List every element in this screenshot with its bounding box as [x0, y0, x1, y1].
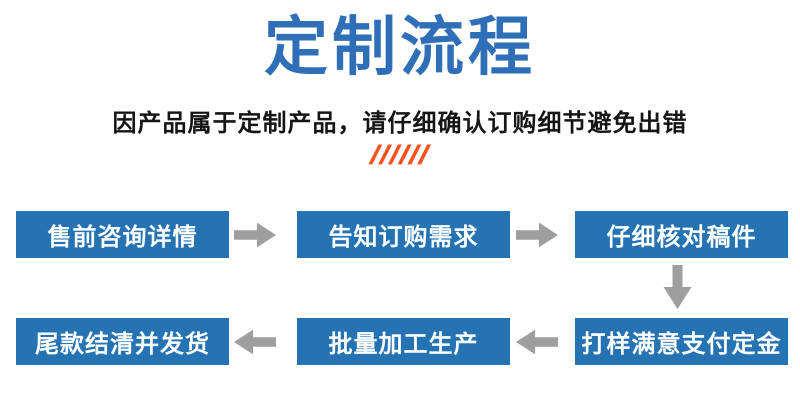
arrow-left-icon	[516, 328, 558, 356]
step-sample-deposit: 打样满意支付定金	[575, 318, 788, 365]
arrow-left-icon	[234, 328, 276, 356]
arrow-right-icon	[234, 221, 276, 249]
step-batch-production: 批量加工生产	[297, 318, 510, 365]
step-check-draft: 仔细核对稿件	[575, 211, 788, 258]
subtitle-text: 因产品属于定制产品，请仔细确认订购细节避免出错	[112, 109, 688, 137]
orange-slashes-decoration: //////	[370, 140, 430, 168]
arrow-right-icon	[516, 221, 558, 249]
step-order-requirements: 告知订购需求	[297, 211, 510, 258]
arrow-down-icon	[661, 265, 694, 309]
step-presales-consult: 售前咨询详情	[16, 211, 229, 258]
page-title: 定制流程	[264, 11, 536, 85]
step-final-payment-ship: 尾款结清并发货	[16, 318, 229, 365]
